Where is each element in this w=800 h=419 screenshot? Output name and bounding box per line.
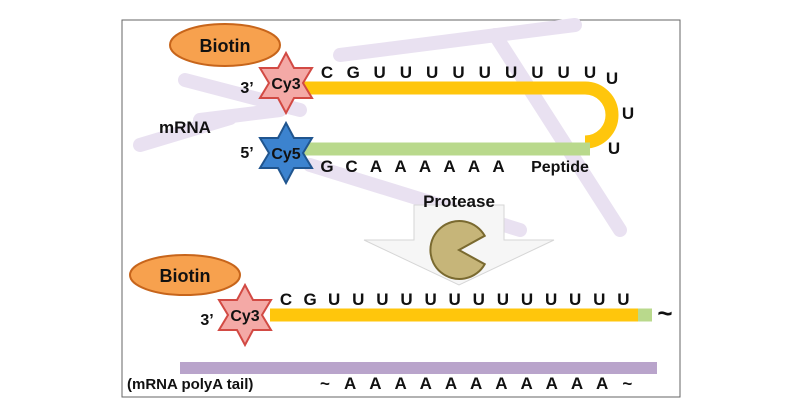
sequence-letter: A — [443, 157, 455, 176]
sequence-letter: U — [400, 63, 412, 82]
mrna-label: mRNA — [159, 118, 211, 137]
sequence-letter: U — [505, 63, 517, 82]
sequence-letter: A — [520, 374, 532, 393]
sequence-letter: U — [531, 63, 543, 82]
protease-label: Protease — [423, 192, 495, 211]
sequence-letter: G — [320, 157, 333, 176]
sequence-letter: A — [492, 157, 504, 176]
peptide-label: Peptide — [531, 159, 589, 176]
cy3-label-bottom: Cy3 — [230, 308, 259, 325]
sequence-letter: A — [445, 374, 457, 393]
sequence-letter: U — [558, 63, 570, 82]
sequence-letter: U — [352, 290, 364, 309]
sequence-letter: U — [545, 290, 557, 309]
sequence-letter: U — [622, 104, 634, 123]
sequence-letter: A — [419, 157, 431, 176]
sequence-letter: U — [376, 290, 388, 309]
sequence-letter: G — [303, 290, 316, 309]
sequence-letter: A — [596, 374, 608, 393]
sequence-letter: A — [468, 157, 480, 176]
sequence-letter: U — [479, 63, 491, 82]
sequence-letter: ~ — [622, 374, 632, 393]
sequence-letter: A — [571, 374, 583, 393]
sequence-letter: U — [593, 290, 605, 309]
sequence-letter: U — [497, 290, 509, 309]
protease-icon — [429, 220, 487, 280]
three-prime-label: 3’ — [240, 80, 253, 97]
sequence-letter: U — [606, 69, 618, 88]
cy3-star-bottom — [217, 282, 273, 348]
biotin-label: Biotin — [200, 36, 251, 56]
sequence-letter: A — [495, 374, 507, 393]
sequence-letter: A — [369, 374, 381, 393]
sequence-letter: A — [344, 374, 356, 393]
biotin-label-shape — [169, 23, 281, 67]
sequence-letter: U — [473, 290, 485, 309]
sequence-letter: U — [569, 290, 581, 309]
sequence-letter: A — [394, 157, 406, 176]
sequence-letter: U — [328, 290, 340, 309]
watermark-stripe — [488, 28, 627, 237]
cy5-star — [258, 120, 314, 186]
sequence-letter: U — [617, 290, 629, 309]
sequence-letter: A — [420, 374, 432, 393]
sequence-letter: U — [449, 290, 461, 309]
cy5-label: Cy5 — [271, 146, 300, 163]
sequence-letter: ~ — [320, 374, 330, 393]
biotin-label-bottom: Biotin — [160, 266, 211, 286]
sequence-letter: C — [321, 63, 333, 82]
sequence-letter: U — [424, 290, 436, 309]
biotin-label-shape-bottom — [129, 254, 241, 296]
watermark-stripe — [133, 111, 237, 152]
cy3-star — [258, 50, 314, 116]
sequence-letter: C — [345, 157, 357, 176]
cy3-label: Cy3 — [271, 76, 300, 93]
sequence-letter: A — [394, 374, 406, 393]
sequence-letter: U — [608, 139, 620, 158]
loop-sequence: UUU — [606, 69, 634, 158]
sequence-letter: G — [347, 63, 360, 82]
sequence-letter: U — [584, 63, 596, 82]
sequence-letter: U — [426, 63, 438, 82]
sequence-letter: U — [373, 63, 385, 82]
sequence-letter: A — [546, 374, 558, 393]
polya-label: (mRNA polyA tail) — [127, 376, 253, 393]
sequence-letter: A — [470, 374, 482, 393]
sequence-letter: C — [280, 290, 292, 309]
sequence-letter: A — [370, 157, 382, 176]
five-prime-label: 5’ — [240, 145, 253, 162]
sequence-letter: U — [452, 63, 464, 82]
watermark-stripe — [333, 18, 582, 62]
polya-bar — [180, 362, 657, 374]
sequence-letter: U — [521, 290, 533, 309]
mrna-strand — [290, 81, 619, 149]
sequence-letter: U — [400, 290, 412, 309]
three-prime-label-bottom: 3’ — [200, 312, 213, 329]
strand-continuation-tilde: ~ — [657, 298, 672, 328]
